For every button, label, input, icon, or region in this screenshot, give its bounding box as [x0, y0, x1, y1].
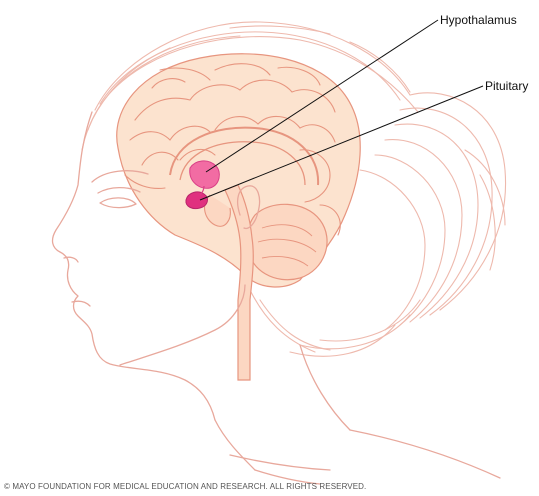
- hypothalamus-label: Hypothalamus: [440, 13, 517, 27]
- pituitary-label: Pituitary: [485, 79, 528, 93]
- pituitary: [186, 192, 208, 209]
- eye: [100, 198, 136, 208]
- brain: [117, 54, 361, 380]
- cerebellum: [247, 204, 327, 279]
- copyright-notice: © MAYO FOUNDATION FOR MEDICAL EDUCATION …: [4, 482, 366, 491]
